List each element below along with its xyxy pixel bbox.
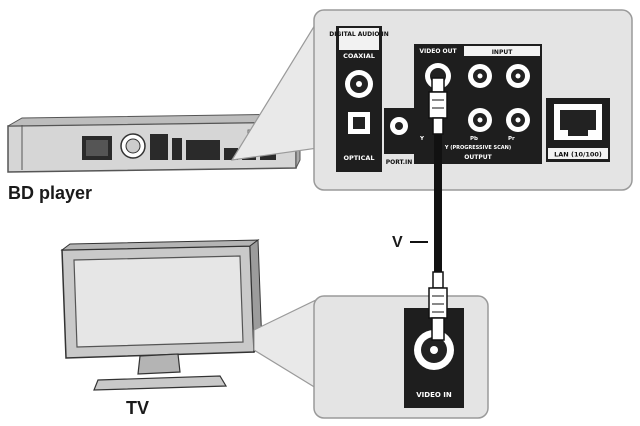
digital-audio-block bbox=[336, 26, 382, 172]
tv-label: TV bbox=[126, 398, 149, 418]
video-out-label: VIDEO OUT bbox=[419, 48, 457, 55]
input-label: INPUT bbox=[492, 49, 514, 56]
bd-player-label: BD player bbox=[8, 183, 92, 203]
video-in-label: VIDEO IN bbox=[416, 391, 452, 399]
zoom-callout-wedge bbox=[230, 17, 319, 161]
tv-device bbox=[60, 239, 263, 391]
coaxial-label: COAXIAL bbox=[343, 52, 375, 60]
component-line-label: Y (PROGRESSIVE SCAN) bbox=[444, 145, 511, 151]
jack-pb-label: Pb bbox=[470, 136, 478, 142]
rear-panel-zoom: DIGITAL AUDIO IN COAXIAL OPTICAL PORT.IN… bbox=[313, 9, 633, 191]
jack-pr-label: Pr bbox=[508, 136, 515, 142]
port-in-label: PORT.IN bbox=[386, 159, 413, 166]
tv-callout-wedge bbox=[253, 299, 317, 390]
tv-input-panel: VIDEO IN bbox=[313, 295, 489, 419]
video-cable bbox=[428, 77, 448, 341]
jack-y-label: Y bbox=[419, 136, 425, 142]
lan-label: LAN (10/100) bbox=[554, 151, 602, 159]
digital-audio-in-label: DIGITAL AUDIO IN bbox=[329, 31, 389, 38]
output-label: OUTPUT bbox=[464, 154, 492, 161]
cable-label: V bbox=[392, 234, 403, 251]
optical-label: OPTICAL bbox=[343, 154, 374, 162]
